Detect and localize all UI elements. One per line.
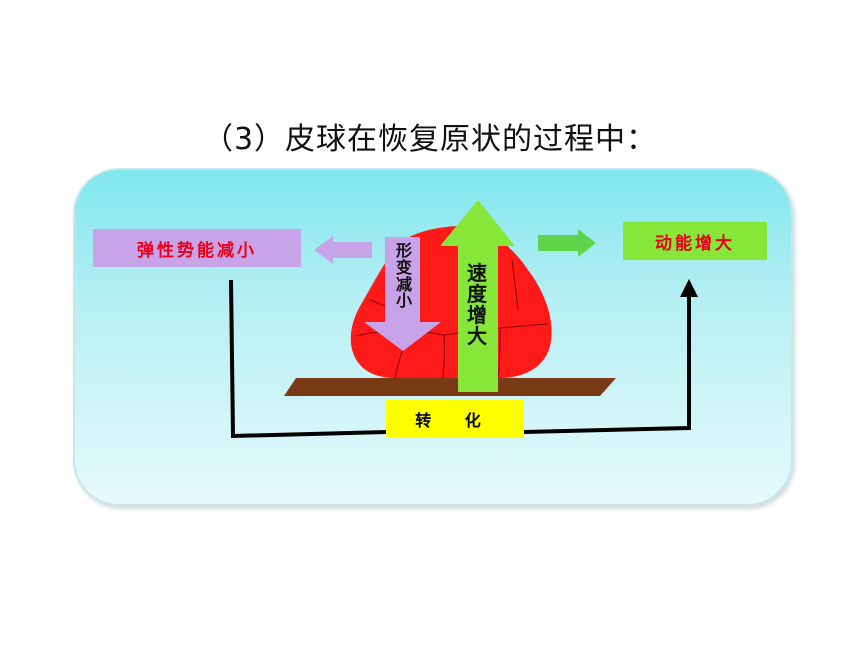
down-arrow — [364, 237, 441, 351]
left-arrow — [314, 236, 372, 264]
speed-label: 速度增大 — [467, 261, 487, 348]
kinetic-energy-box: 动能增大 — [623, 222, 767, 260]
page-title: （3）皮球在恢复原状的过程中： — [202, 122, 658, 157]
connector-line-right — [523, 292, 691, 434]
right-arrow — [538, 229, 596, 257]
up-arrow — [440, 200, 515, 392]
ball — [350, 226, 552, 378]
deformation-label: 形变减小 — [395, 241, 412, 311]
elastic-energy-box: 弹性势能减小 — [93, 229, 301, 267]
conversion-box: 转 化 — [386, 400, 524, 438]
floor — [284, 378, 616, 396]
connector-arrowhead — [680, 279, 698, 297]
connector-line — [229, 279, 387, 439]
